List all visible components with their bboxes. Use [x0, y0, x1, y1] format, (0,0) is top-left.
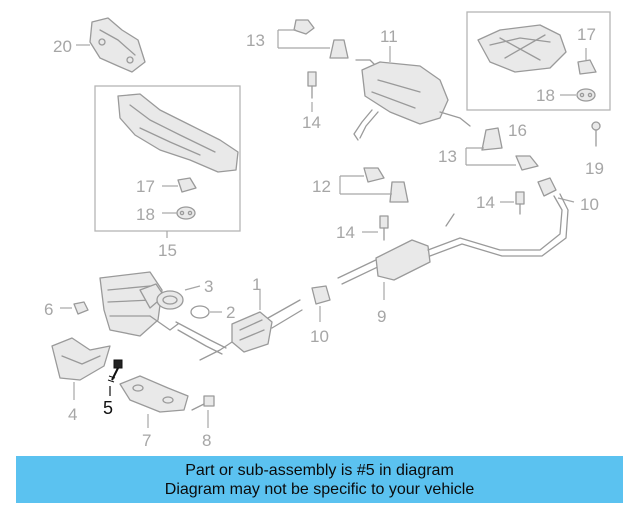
part-8-bolt — [191, 395, 215, 428]
callout-11: 11 — [380, 27, 398, 46]
callout-19: 19 — [585, 159, 604, 178]
callout-6: 6 — [44, 300, 53, 319]
part-16-heat-shield-kit — [466, 11, 611, 111]
callout-17: 17 — [136, 177, 155, 196]
callout-2: 2 — [226, 303, 235, 322]
part-3-gasket-ring — [156, 285, 201, 310]
part-14-bolt-right — [500, 191, 525, 215]
part-19-bolt — [591, 121, 601, 147]
callout-1: 1 — [252, 275, 261, 294]
part-13-hanger-upper — [277, 19, 349, 59]
part-18-grommet-b — [560, 88, 596, 102]
callout-18: 18 — [536, 86, 555, 105]
callout-15: 15 — [158, 241, 177, 260]
part-7-bracket — [119, 375, 189, 428]
callout-16: 16 — [508, 121, 527, 140]
part-18-grommet — [162, 206, 196, 220]
callout-10: 10 — [310, 327, 329, 346]
part-10-clamp-right — [537, 177, 575, 203]
callout-14: 14 — [336, 223, 355, 242]
banner-line-disclaimer: Diagram may not be specific to your vehi… — [164, 481, 475, 498]
callout-8: 8 — [202, 431, 211, 450]
part-16-hanger — [481, 127, 503, 151]
callout-3: 3 — [204, 277, 213, 296]
callout-10: 10 — [580, 195, 599, 214]
part-9-center-pipe — [337, 193, 569, 300]
part-17-bracket — [162, 177, 197, 193]
part-17-bracket-b — [577, 48, 597, 75]
part-13-hanger-lower — [465, 147, 539, 171]
part-4-bracket — [51, 337, 111, 400]
callout-13: 13 — [438, 147, 457, 166]
info-banner: Part or sub-assembly is #5 in diagram Di… — [16, 456, 623, 503]
callout-14: 14 — [302, 113, 321, 132]
callout-12: 12 — [312, 177, 331, 196]
callout-13: 13 — [246, 31, 265, 50]
part-20-heat-shield — [76, 17, 146, 73]
callout-9: 9 — [377, 307, 386, 326]
callout-17: 17 — [577, 25, 596, 44]
callout-18: 18 — [136, 205, 155, 224]
exhaust-parts-diagram: 20 13 11 17 18 14 16 19 13 12 17 14 10 1… — [44, 11, 611, 450]
part-1-front-pipe — [175, 290, 303, 361]
callout-20: 20 — [53, 37, 72, 56]
callout-14: 14 — [476, 193, 495, 212]
banner-line-part-number: Part or sub-assembly is #5 in diagram — [185, 462, 454, 479]
callout-7: 7 — [142, 431, 151, 450]
part-12-bracket — [339, 167, 409, 203]
part-15-heat-shield-kit — [94, 85, 241, 238]
catalytic-converter — [99, 271, 179, 337]
callout-4: 4 — [68, 405, 77, 424]
part-2-gasket — [190, 305, 222, 319]
part-14-bolt-mid — [362, 215, 389, 241]
part-11-rear-muffler — [353, 46, 471, 141]
callout-5-highlighted: 5 — [103, 398, 113, 418]
part-14-bolt-upper — [307, 71, 317, 112]
part-6-nut — [60, 301, 89, 315]
part-5-bolt — [107, 359, 123, 396]
part-10-clamp-left — [311, 285, 331, 322]
